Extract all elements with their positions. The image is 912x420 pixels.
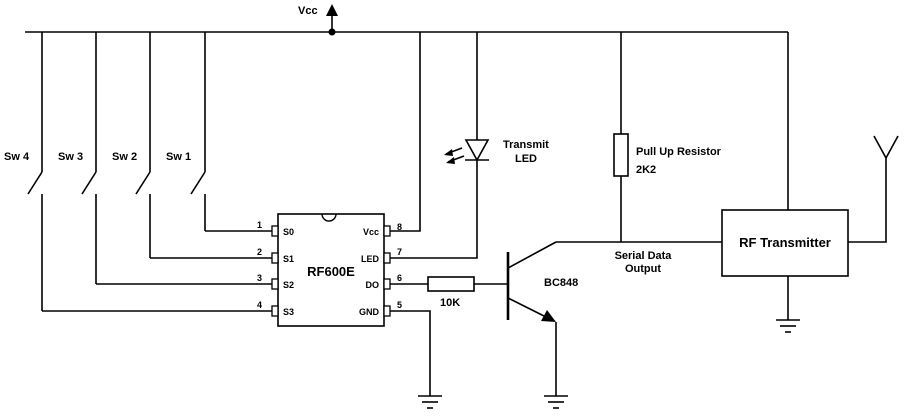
pin-name-do: DO bbox=[366, 280, 380, 290]
pin-name-s1: S1 bbox=[283, 254, 294, 264]
transmit-led: Transmit LED bbox=[390, 32, 549, 259]
ic-ground bbox=[390, 310, 442, 409]
resistor-value: 10K bbox=[440, 297, 460, 309]
pin-name-vcc: Vcc bbox=[363, 227, 379, 237]
pin-number-5: 5 bbox=[397, 300, 402, 310]
transmitter-label: RF Transmitter bbox=[739, 235, 831, 250]
led-label-line1: Transmit bbox=[503, 139, 549, 151]
pin-number-3: 3 bbox=[257, 273, 262, 283]
pullup-value: 2K2 bbox=[636, 164, 656, 176]
switch-sw3: Sw 3 bbox=[58, 32, 272, 285]
pin-number-8: 8 bbox=[397, 222, 402, 232]
serial-label-line2: Output bbox=[625, 263, 661, 275]
pin-name-s3: S3 bbox=[283, 307, 294, 317]
pin-name-s2: S2 bbox=[283, 280, 294, 290]
switch-label-sw3: Sw 3 bbox=[58, 151, 83, 163]
antenna-icon bbox=[848, 135, 899, 243]
transistor-bc848: BC848 bbox=[506, 241, 722, 409]
pin-number-6: 6 bbox=[397, 273, 402, 283]
pullup-resistor: Pull Up Resistor 2K2 bbox=[613, 32, 722, 242]
led-label-line2: LED bbox=[515, 153, 537, 165]
pin-name-gnd: GND bbox=[359, 307, 380, 317]
serial-label-line1: Serial Data bbox=[615, 250, 673, 262]
switch-sw2: Sw 2 bbox=[112, 32, 272, 259]
pin-number-7: 7 bbox=[397, 247, 402, 257]
pin-number-2: 2 bbox=[257, 247, 262, 257]
pin-number-1: 1 bbox=[257, 220, 262, 230]
ic-name: RF600E bbox=[307, 264, 355, 279]
rf-transmitter: RF Transmitter bbox=[721, 32, 849, 333]
switch-label-sw4: Sw 4 bbox=[4, 151, 30, 163]
pin-number-4: 4 bbox=[257, 300, 262, 310]
pin-name-led: LED bbox=[361, 254, 380, 264]
switch-label-sw1: Sw 1 bbox=[166, 151, 191, 163]
vcc-rail: Vcc bbox=[25, 4, 788, 36]
switch-label-sw2: Sw 2 bbox=[112, 151, 137, 163]
pin-name-s0: S0 bbox=[283, 227, 294, 237]
light-emission-arrows-icon bbox=[444, 147, 465, 164]
base-resistor: 10K bbox=[390, 276, 508, 309]
ic-rf600e: RF600E 1 2 3 4 S0 S1 S2 S3 8 7 6 5 Vcc L… bbox=[257, 213, 402, 327]
switch-sw1: Sw 1 bbox=[166, 32, 272, 232]
wire-ic-vcc bbox=[390, 32, 421, 232]
vcc-label: Vcc bbox=[298, 5, 318, 17]
pullup-label: Pull Up Resistor bbox=[636, 146, 722, 158]
switch-sw4: Sw 4 bbox=[4, 32, 272, 312]
transistor-label: BC848 bbox=[544, 277, 578, 289]
